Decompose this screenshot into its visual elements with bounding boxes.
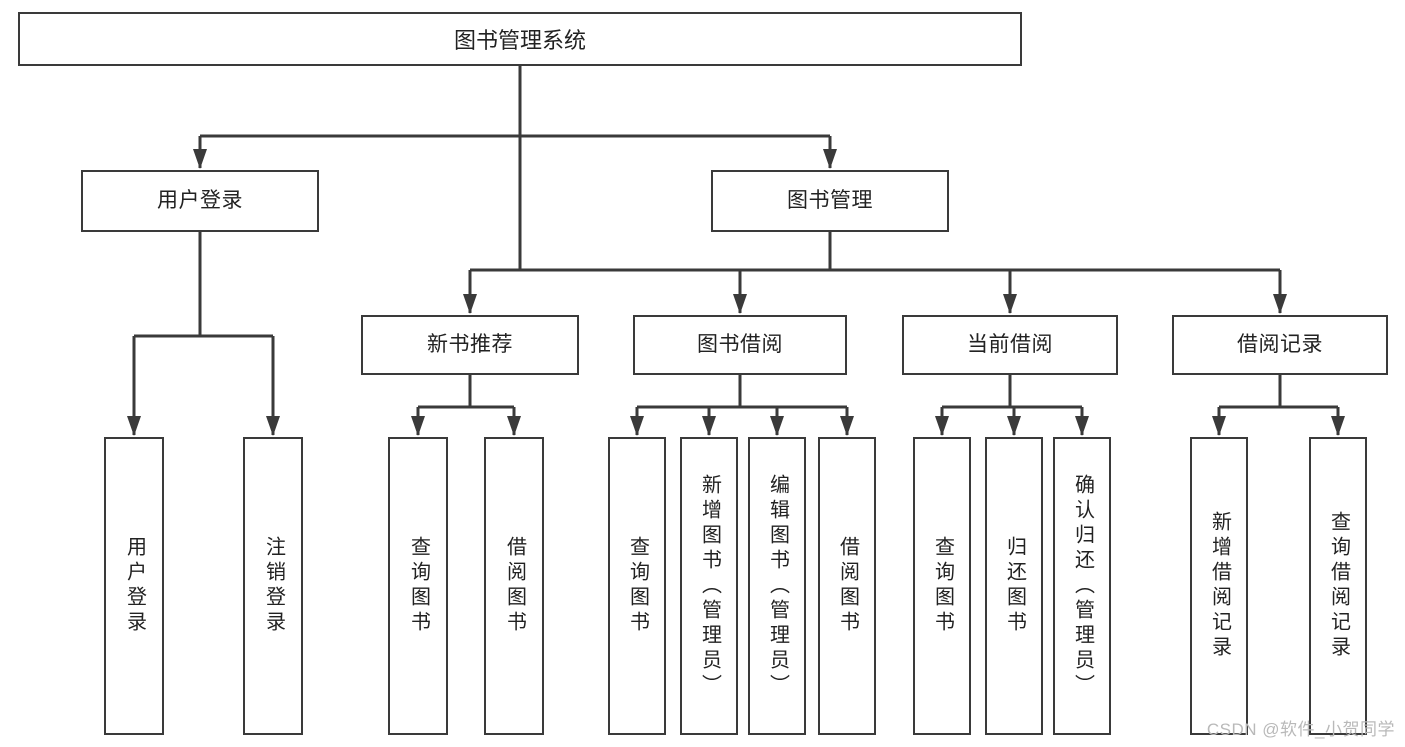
leaf-borrow-record-add[interactable]: 新增借阅记录 <box>1190 437 1248 735</box>
node-book-borrow[interactable]: 图书借阅 <box>633 315 847 375</box>
node-label: 图书管理系统 <box>453 28 586 53</box>
node-label: 图书管理 <box>787 189 873 213</box>
csdn-watermark: CSDN @软件_小贺同学 <box>1206 720 1395 739</box>
node-label: 查询图书 <box>407 536 430 636</box>
leaf-book-borrow-lend[interactable]: 借阅图书 <box>818 437 876 735</box>
node-label: 当前借阅 <box>967 333 1053 357</box>
leaf-current-borrow-query[interactable]: 查询图书 <box>913 437 971 735</box>
leaf-new-book-borrow[interactable]: 借阅图书 <box>484 437 544 735</box>
node-label: 借阅图书 <box>836 536 859 636</box>
node-label: 查询图书 <box>931 536 954 636</box>
node-label: 查询图书 <box>626 536 649 636</box>
node-label: 图书借阅 <box>697 333 783 357</box>
leaf-borrow-record-query[interactable]: 查询借阅记录 <box>1309 437 1367 735</box>
node-label: 新增图书（管理员） <box>698 473 721 699</box>
leaf-new-book-query[interactable]: 查询图书 <box>388 437 448 735</box>
node-label: 新书推荐 <box>427 333 513 357</box>
node-current-borrow[interactable]: 当前借阅 <box>902 315 1118 375</box>
leaf-user-login-logout[interactable]: 注销登录 <box>243 437 303 735</box>
node-label: 借阅记录 <box>1237 333 1323 357</box>
node-label: 新增借阅记录 <box>1208 511 1231 661</box>
leaf-book-borrow-edit[interactable]: 编辑图书（管理员） <box>748 437 806 735</box>
node-user-login[interactable]: 用户登录 <box>81 170 319 232</box>
node-borrow-record[interactable]: 借阅记录 <box>1172 315 1388 375</box>
node-label: 用户登录 <box>123 536 146 636</box>
leaf-current-borrow-confirm[interactable]: 确认归还（管理员） <box>1053 437 1111 735</box>
node-book-management[interactable]: 图书管理 <box>711 170 949 232</box>
node-label: 借阅图书 <box>503 536 526 636</box>
leaf-user-login-login[interactable]: 用户登录 <box>104 437 164 735</box>
node-label: 用户登录 <box>157 189 243 213</box>
node-label: 归还图书 <box>1003 536 1026 636</box>
leaf-current-borrow-return[interactable]: 归还图书 <box>985 437 1043 735</box>
node-root-system[interactable]: 图书管理系统 <box>18 12 1022 66</box>
leaf-book-borrow-query[interactable]: 查询图书 <box>608 437 666 735</box>
node-new-book-recommend[interactable]: 新书推荐 <box>361 315 579 375</box>
node-label: 编辑图书（管理员） <box>766 473 789 699</box>
node-label: 注销登录 <box>262 536 285 636</box>
node-label: 查询借阅记录 <box>1327 511 1350 661</box>
leaf-book-borrow-add[interactable]: 新增图书（管理员） <box>680 437 738 735</box>
node-label: 确认归还（管理员） <box>1071 473 1094 699</box>
